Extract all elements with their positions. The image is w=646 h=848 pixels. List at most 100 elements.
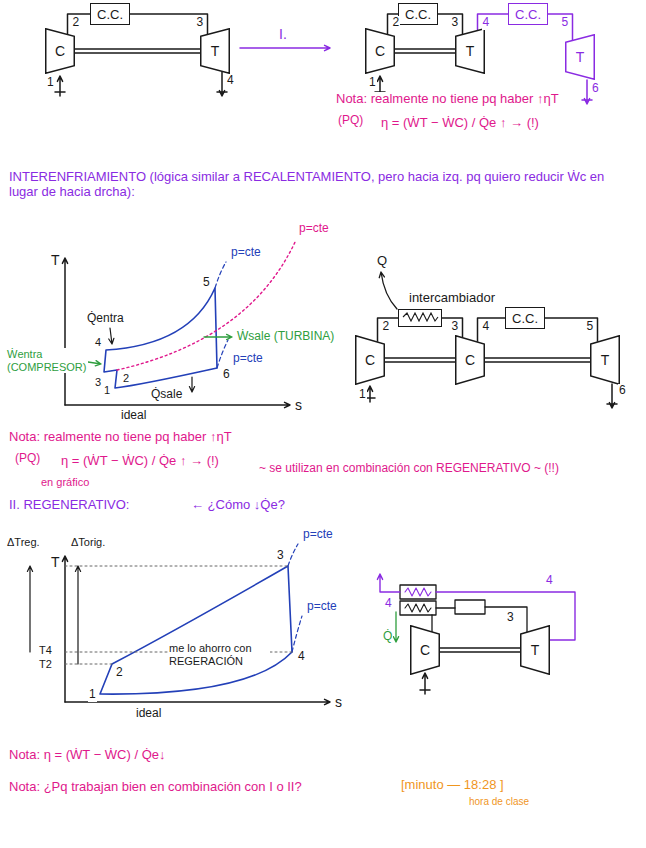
- heat-exchanger: [400, 601, 436, 615]
- entropy-axis: [65, 402, 290, 407]
- isobar-extension: [288, 544, 298, 566]
- annotation-text: 1: [103, 384, 111, 397]
- annotation-text: 6: [618, 384, 627, 398]
- exhaust-line: [377, 574, 400, 592]
- annotation-text: hora de clase: [468, 796, 530, 808]
- annotation-text: p=cte: [232, 352, 264, 366]
- exchanger-coil: [403, 313, 438, 321]
- flow-line: [548, 14, 573, 40]
- heat-in-arrow: [109, 328, 114, 344]
- node-label: T: [531, 642, 540, 658]
- ground-mark: [607, 403, 617, 405]
- turbine: T: [590, 335, 620, 385]
- trapezoid-shape: [521, 626, 550, 675]
- annotation-text: 1: [88, 688, 97, 702]
- ground-mark: [582, 99, 592, 101]
- annotation-text: η = (ẆT − ẆC) / Q̇e ↑ → (!): [380, 116, 540, 131]
- flow-line: [545, 318, 598, 342]
- state-number: 5: [586, 320, 595, 334]
- shaft-line: [385, 358, 455, 362]
- compressor: C: [365, 28, 395, 74]
- transition-arrow: [240, 45, 330, 50]
- flow-line: [431, 615, 432, 632]
- annotation-text: INTERENFRIAMIENTO (lógica similar a RECA…: [8, 170, 630, 200]
- node-label: C: [55, 43, 65, 59]
- annotation-text: ~ se utilizan en combinación con REGENER…: [258, 462, 560, 476]
- compressor: C: [410, 625, 440, 675]
- annotation-text: 4: [384, 597, 393, 611]
- annotation-text: s: [294, 397, 303, 413]
- annotation-text: [minuto — 18:28 ]: [400, 778, 505, 793]
- flow-line: [485, 607, 527, 632]
- annotation-text: 6: [222, 368, 231, 382]
- annotation-text: Nota: η = (ẆT − ẆC) / Q̇e↓: [8, 748, 167, 763]
- state-number: 3: [451, 320, 460, 334]
- annotation-text: ideal: [120, 409, 147, 423]
- node-label: C.C.: [515, 7, 541, 22]
- annotation-text: T: [50, 252, 61, 268]
- heat-arrow: [379, 272, 397, 309]
- flow-line: [478, 14, 509, 30]
- state-number: 5: [561, 16, 570, 30]
- annotation-text: ΔTorig.: [70, 536, 106, 549]
- isobar-extension: [217, 340, 228, 368]
- cycle-path: [104, 288, 217, 388]
- turbine: T: [455, 28, 485, 74]
- annotation-text: 3: [506, 611, 515, 625]
- node-label: C.C.: [97, 7, 123, 22]
- temperature-axis: [62, 556, 67, 702]
- delta-arrow: [27, 566, 32, 652]
- state-number: 3: [196, 16, 205, 30]
- annotation-text: Ẇentra (COMPRESOR): [6, 348, 88, 373]
- trapezoid-shape: [456, 29, 485, 74]
- compressor: C: [355, 335, 385, 385]
- flow-line: [130, 14, 208, 34]
- annotation-text: 2: [122, 372, 130, 385]
- combustion-chamber: C.C.: [90, 3, 130, 25]
- exchanger-outline: [399, 310, 440, 325]
- trapezoid-shape: [366, 29, 395, 74]
- annotation-text: ← ¿Cómo ↓Q̇e?: [190, 498, 286, 513]
- annotation-text: Nota: ¿Pq trabajan bien en combinación c…: [8, 780, 303, 795]
- node-label: C: [365, 352, 375, 368]
- state-number: 2: [72, 16, 81, 30]
- trapezoid-shape: [356, 336, 385, 385]
- turbine: T: [200, 28, 230, 74]
- annotation-text: 4: [297, 650, 306, 664]
- heat-arrow: [393, 612, 398, 642]
- node-label: C.C.: [512, 311, 538, 326]
- exchanger-coil: [405, 588, 431, 596]
- compressor: C: [45, 28, 75, 74]
- state-number: 4: [482, 320, 491, 334]
- annotation-text: 1: [358, 388, 367, 402]
- inlet-arrow: [422, 673, 427, 694]
- node-label: C: [420, 642, 430, 658]
- annotation-text: η = (ẆT − ẆC) / Q̇e ↑ → (!): [60, 454, 220, 469]
- node-label: C: [465, 352, 475, 368]
- temperature-axis: [62, 258, 67, 405]
- annotation-text: 4: [545, 574, 554, 588]
- annotation-text: Q̇: [382, 630, 393, 644]
- flow-line: [478, 318, 506, 342]
- node-label: T: [211, 43, 220, 59]
- turbine: T: [565, 34, 595, 80]
- flow-line: [378, 318, 399, 342]
- trapezoid-shape: [411, 626, 440, 675]
- annotation-text: ideal: [135, 707, 162, 721]
- annotation-text: II. REGENERATIVO:: [8, 498, 130, 513]
- annotation-text: 3: [94, 376, 102, 389]
- cycle-path: [100, 566, 292, 694]
- isobar-extension: [215, 262, 226, 288]
- exhaust-line: [436, 592, 575, 640]
- annotation-text: 4: [94, 336, 102, 349]
- annotation-text: Nota: realmente no tiene pq haber ↑ηT: [335, 92, 560, 107]
- annotation-text: (PQ): [14, 452, 41, 466]
- trapezoid-shape: [46, 29, 75, 74]
- exchanger-coil: [405, 604, 431, 612]
- inlet-arrow: [57, 76, 62, 96]
- flow-line: [442, 318, 463, 337]
- ground-mark: [420, 689, 430, 691]
- annotation-text: Q̇entra: [86, 312, 125, 326]
- node-label: intercambiador: [409, 291, 495, 306]
